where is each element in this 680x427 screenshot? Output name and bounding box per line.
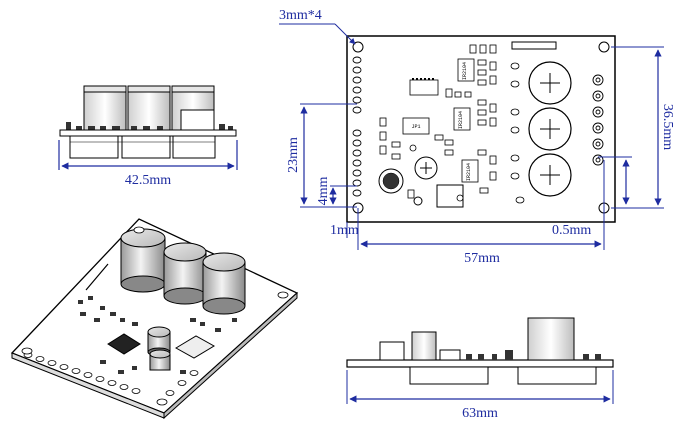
top-capacitor-2 (528, 107, 572, 151)
wide-side-small-cap (411, 331, 437, 361)
offset-4-label: 4mm (316, 177, 331, 206)
side-view-wide: 63mm (346, 317, 614, 421)
top-led (413, 196, 423, 206)
pitch-label: 23mm (286, 137, 301, 173)
side-inductor (180, 109, 215, 131)
offset-4-dimension: 4mm (316, 177, 357, 206)
top-small-capacitor-2 (414, 156, 438, 180)
ic-chip: IR2104 (453, 107, 471, 131)
hole-spec-label: 3mm*4 (279, 8, 322, 23)
mounting-holes (352, 41, 610, 214)
ic-chip: IR2104 (457, 58, 475, 82)
top-slot-connector (511, 41, 557, 50)
top-small-capacitor-1 (378, 168, 404, 194)
wide-width-label: 63mm (462, 406, 498, 421)
svg-text:IR2104: IR2104 (466, 163, 472, 181)
wide-side-capacitor (527, 317, 575, 361)
width-dimension: 57mm (357, 208, 605, 266)
side-width-dimension: 42.5mm (58, 140, 238, 188)
iso-small-capacitor (149, 349, 171, 371)
left-pin-header (352, 56, 362, 197)
wide-width-dimension: 63mm (346, 370, 614, 421)
side-pcb (59, 129, 237, 137)
side-connectors (69, 135, 216, 159)
isometric-view (10, 218, 299, 420)
width-label: 57mm (464, 251, 500, 266)
top-capacitor-1 (528, 61, 572, 105)
iso-capacitor-1 (120, 228, 166, 293)
iso-wire (85, 263, 109, 291)
top-inductor (436, 184, 464, 208)
offset-1-dimension: 1mm (330, 222, 359, 238)
svg-text:IR2104: IR2104 (462, 62, 468, 80)
height-label: 36.5mm (660, 104, 675, 150)
top-smd-components (379, 44, 497, 199)
wide-side-small-cap-2 (379, 341, 405, 361)
iso-capacitor-2 (163, 242, 207, 305)
side-smd-parts (66, 122, 233, 130)
mounting-hole (352, 41, 364, 53)
ic-chip (409, 78, 439, 96)
iso-mounting-holes (21, 226, 289, 406)
pitch-dimension: 23mm (286, 103, 357, 208)
iso-capacitor-3 (202, 252, 246, 315)
iso-ic-chip (107, 333, 141, 355)
side-width-label: 42.5mm (125, 173, 171, 188)
height-dimension: 36.5mm (611, 46, 675, 209)
top-view: IR2104 IR2104 IR2104 JP1 (279, 8, 675, 266)
hole-spec-callout: 3mm*4 (279, 8, 356, 45)
mounting-hole (598, 41, 610, 53)
offset-05-dimension: 0.5mm (552, 156, 632, 238)
right-pin-header (592, 74, 604, 166)
wide-side-smd (439, 349, 601, 361)
top-capacitor-3 (528, 153, 572, 197)
ic-chip: IR2104 (461, 159, 479, 183)
side-capacitor-1 (83, 85, 127, 131)
offset-1-label: 1mm (330, 223, 359, 238)
svg-text:IR2104: IR2104 (458, 111, 464, 129)
side-view-narrow: 42.5mm (58, 85, 238, 188)
offset-05-label: 0.5mm (552, 223, 591, 238)
iso-pin-row (23, 352, 199, 396)
top-test-pads (409, 62, 525, 204)
ic-chip: JP1 (402, 117, 430, 135)
wide-side-pcb (346, 359, 614, 368)
svg-text:JP1: JP1 (411, 124, 420, 130)
iso-smd-parts (78, 296, 237, 374)
wide-side-connectors (409, 366, 597, 385)
iso-inductor (175, 335, 215, 359)
side-capacitor-2 (127, 85, 171, 131)
